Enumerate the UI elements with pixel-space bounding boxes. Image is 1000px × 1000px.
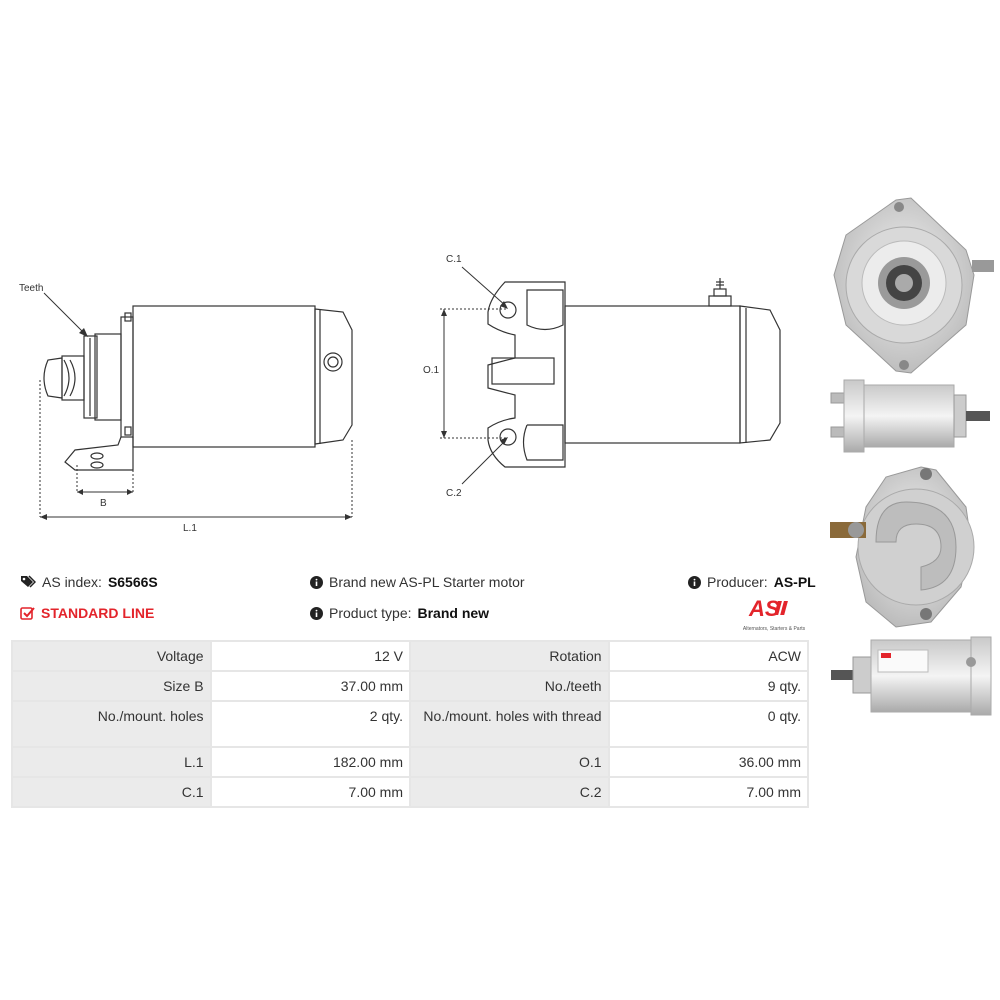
info-icon (310, 606, 323, 620)
info-icon (310, 575, 323, 589)
front-view-diagram: C.1 C.2 O.1 (423, 254, 781, 499)
side-view-diagram: Teeth B L.1 (19, 283, 353, 534)
spec-label: C.1 (11, 776, 212, 808)
b-dimension-label: B (100, 498, 107, 509)
product-type-value: Brand new (417, 605, 490, 621)
c2-label: C.2 (446, 488, 462, 499)
info-icon (688, 575, 701, 589)
as-logo: AS Alternators, Starters & Parts (735, 596, 813, 632)
spec-label: No./teeth (409, 670, 610, 702)
producer-label: Producer: (707, 574, 768, 590)
spec-value: 7.00 mm (607, 776, 810, 808)
spec-value: 36.00 mm (607, 746, 810, 778)
standard-line-label: STANDARD LINE (41, 605, 155, 621)
c1-label: C.1 (446, 254, 462, 265)
teeth-label: Teeth (19, 283, 43, 294)
product-photo-side-1[interactable] (826, 375, 996, 460)
o1-label: O.1 (423, 365, 440, 376)
spec-label: C.2 (409, 776, 610, 808)
spec-value: 9 qty. (607, 670, 810, 702)
logo-tagline: Alternators, Starters & Parts (742, 626, 806, 632)
table-row: L.1 182.00 mm O.1 36.00 mm (11, 746, 810, 778)
motor-body (132, 305, 316, 448)
brand-row: Brand new AS-PL Starter motor (310, 574, 525, 590)
svg-text:AS: AS (748, 597, 780, 619)
spec-value: 182.00 mm (209, 746, 412, 778)
spec-value: 37.00 mm (209, 670, 412, 702)
l1-dimension-label: L.1 (183, 523, 197, 534)
product-photo-side-2[interactable] (826, 632, 996, 722)
producer-row: Producer: AS-PL (688, 574, 816, 590)
spec-value: 2 qty. (209, 700, 412, 748)
table-row: No./mount. holes 2 qty. No./mount. holes… (11, 700, 810, 748)
tags-icon (21, 575, 36, 588)
spec-table: Voltage 12 V Rotation ACW Size B 37.00 m… (11, 640, 810, 808)
brand-text: Brand new AS-PL Starter motor (329, 574, 525, 590)
spec-label: No./mount. holes with thread (409, 700, 610, 748)
product-photo-front[interactable] (826, 195, 996, 375)
spec-label: Rotation (409, 640, 610, 672)
spec-label: No./mount. holes (11, 700, 212, 748)
spec-label: Voltage (11, 640, 212, 672)
as-index-value: S6566S (107, 574, 158, 590)
as-logo-mark: AS (748, 596, 788, 621)
spec-value: 12 V (209, 640, 412, 672)
table-row: Size B 37.00 mm No./teeth 9 qty. (11, 670, 810, 702)
spec-value: 0 qty. (607, 700, 810, 748)
table-row: Voltage 12 V Rotation ACW (11, 640, 810, 672)
product-type-row: Product type: Brand new (310, 605, 489, 621)
producer-value: AS-PL (773, 574, 816, 590)
spec-value: 7.00 mm (209, 776, 412, 808)
spec-label: L.1 (11, 746, 212, 778)
table-row: C.1 7.00 mm C.2 7.00 mm (11, 776, 810, 808)
standard-line-row: STANDARD LINE (20, 605, 154, 621)
spec-label: O.1 (409, 746, 610, 778)
spec-label: Size B (11, 670, 212, 702)
product-type-label: Product type: (329, 605, 412, 621)
checkbox-icon (20, 607, 35, 620)
as-index-row: AS index: S6566S (20, 574, 158, 590)
as-index-label: AS index: (42, 574, 102, 590)
spec-value: ACW (607, 640, 810, 672)
product-photo-rear[interactable] (826, 462, 996, 632)
